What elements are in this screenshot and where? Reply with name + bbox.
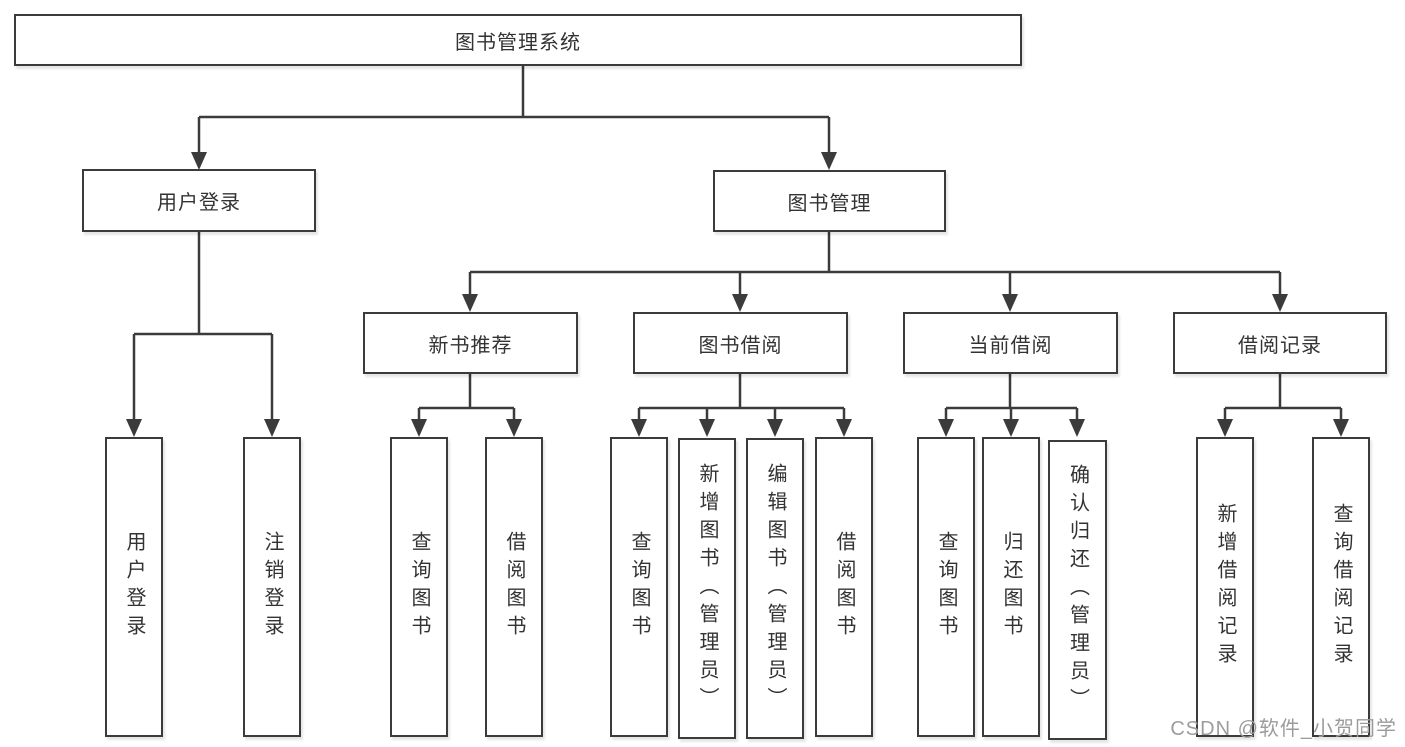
arrowhead xyxy=(264,419,280,437)
node-label: 编辑图书（管理员） xyxy=(764,462,786,715)
node-book-borrowing: 图书借阅 xyxy=(633,312,848,374)
node-user-login: 用户登录 xyxy=(82,169,316,232)
arrowhead xyxy=(1003,419,1019,437)
node-label: 新增图书（管理员） xyxy=(696,462,718,715)
node-label: 借阅图书 xyxy=(833,531,855,643)
node-label: 确认归还（管理员） xyxy=(1066,464,1089,716)
node-leaf-edit-book-admin: 编辑图书（管理员） xyxy=(746,438,804,739)
arrowhead xyxy=(732,294,748,312)
node-label: 查询图书 xyxy=(408,531,430,643)
node-leaf-add-borrow-record: 新增借阅记录 xyxy=(1196,437,1254,737)
connector-segments xyxy=(132,66,1343,421)
node-label: 归还图书 xyxy=(1000,531,1022,643)
node-leaf-borrow-books-2: 借阅图书 xyxy=(815,437,873,737)
node-new-book-recommendation: 新书推荐 xyxy=(363,312,578,374)
node-leaf-add-book-admin: 新增图书（管理员） xyxy=(678,438,736,739)
arrowhead xyxy=(191,152,207,170)
node-label: 借阅记录 xyxy=(1238,334,1322,357)
node-label: 查询图书 xyxy=(935,531,957,643)
arrowhead xyxy=(1002,294,1018,312)
connector-path xyxy=(132,66,1343,421)
arrowhead xyxy=(821,152,837,170)
node-leaf-logout: 注销登录 xyxy=(243,437,301,737)
node-leaf-return-books: 归还图书 xyxy=(982,437,1040,737)
node-label: 用户登录 xyxy=(157,192,241,214)
arrowhead xyxy=(836,419,852,437)
node-leaf-query-books: 查询图书 xyxy=(390,437,448,737)
node-leaf-confirm-return-admin: 确认归还（管理员） xyxy=(1048,440,1107,740)
arrowhead xyxy=(462,294,478,312)
node-label: 借阅图书 xyxy=(503,531,525,643)
arrowhead xyxy=(1333,419,1349,437)
node-label: 新增借阅记录 xyxy=(1214,503,1236,671)
node-label: 注销登录 xyxy=(261,531,283,643)
csdn-watermark: CSDN @软件_小贺同学 xyxy=(1170,718,1397,740)
arrowhead xyxy=(1069,419,1085,437)
node-leaf-user-login: 用户登录 xyxy=(105,437,163,737)
node-current-borrowing: 当前借阅 xyxy=(903,312,1118,374)
node-label: 新书推荐 xyxy=(428,334,513,357)
node-library-management-system: 图书管理系统 xyxy=(14,14,1022,66)
node-leaf-borrow-books: 借阅图书 xyxy=(485,437,543,737)
connector-arrows xyxy=(126,152,1349,437)
node-label: 图书管理 xyxy=(787,192,872,215)
node-leaf-query-books-2: 查询图书 xyxy=(610,437,668,737)
node-label: 图书管理系统 xyxy=(455,31,581,54)
node-label: 图书借阅 xyxy=(698,334,783,357)
arrowhead xyxy=(938,419,954,437)
arrowhead xyxy=(699,419,715,437)
arrowhead xyxy=(1272,294,1288,312)
arrowhead xyxy=(126,419,142,437)
node-book-management: 图书管理 xyxy=(713,170,946,232)
node-leaf-query-borrow-record: 查询借阅记录 xyxy=(1312,437,1370,737)
node-leaf-query-books-3: 查询图书 xyxy=(917,437,975,737)
node-label: 查询借阅记录 xyxy=(1330,503,1352,671)
node-label: 用户登录 xyxy=(123,531,145,643)
arrowhead xyxy=(767,419,783,437)
node-borrowing-records: 借阅记录 xyxy=(1173,312,1387,374)
arrowhead xyxy=(506,419,522,437)
node-label: 当前借阅 xyxy=(968,334,1053,357)
arrowhead xyxy=(631,419,647,437)
node-label: 查询图书 xyxy=(628,531,650,643)
arrowhead xyxy=(1217,419,1233,437)
arrowhead xyxy=(411,419,427,437)
